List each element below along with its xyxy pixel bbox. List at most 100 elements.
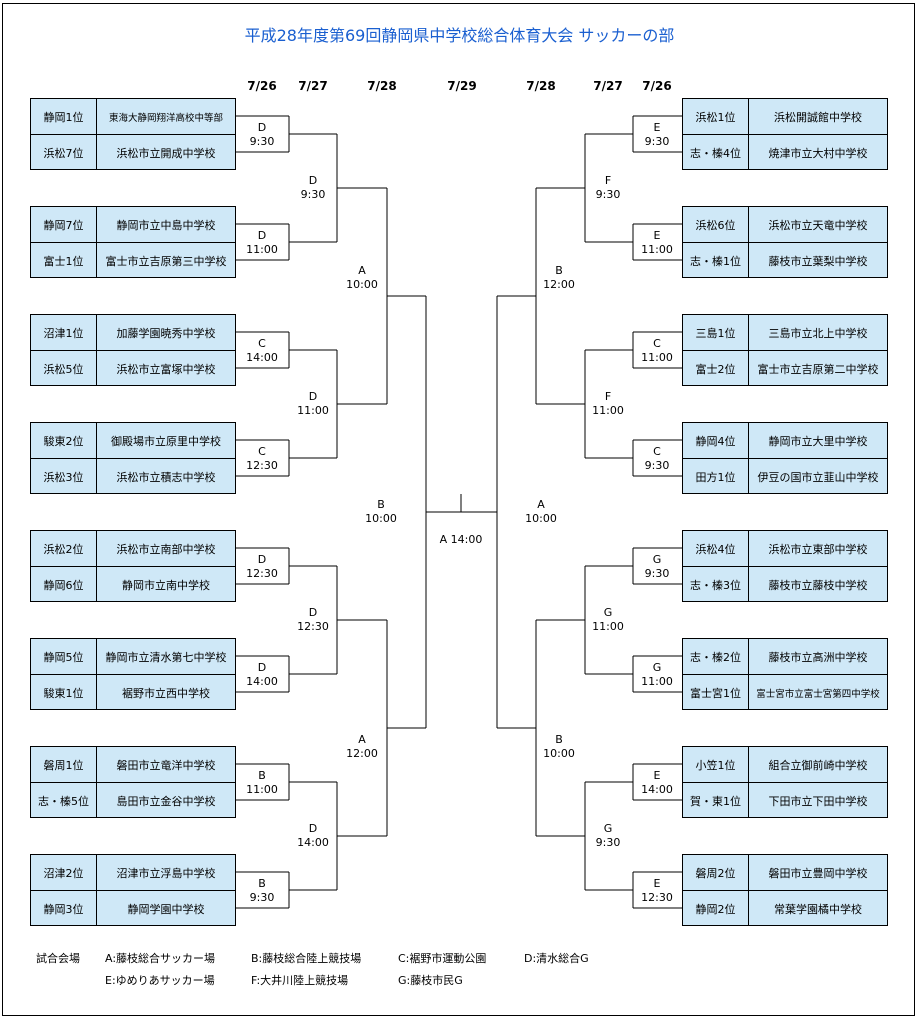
date-right-round3: 7/28 [526, 79, 556, 93]
team-rank: 沼津1位 [43, 326, 84, 340]
date-left-round1: 7/26 [247, 79, 277, 93]
legend-venue-g: G:藤枝市民G [398, 974, 463, 987]
date-final: 7/29 [447, 79, 477, 93]
team-rank: 静岡7位 [43, 218, 84, 232]
legend-venue-a: A:藤枝総合サッカー場 [105, 952, 216, 965]
team-box-left-7: 磐周1位 磐田市立竜洋中学校 志・榛5位 島田市立金谷中学校 [30, 746, 236, 818]
team-box-right-3: 三島1位 三島市立北上中学校 富士2位 富士市立吉原第二中学校 [682, 314, 888, 386]
team-rank: 富士宮1位 [690, 686, 741, 700]
team-school: 焼津市立大村中学校 [768, 146, 868, 160]
team-school: 静岡市立南中学校 [122, 578, 210, 592]
team-rank: 静岡2位 [695, 902, 736, 916]
team-school: 東海大静岡翔洋高校中等部 [108, 112, 223, 124]
team-rank: 志・榛2位 [690, 650, 741, 664]
legend-venue-b: B:藤枝総合陸上競技場 [251, 952, 362, 965]
team-school: 静岡市立中島中学校 [116, 218, 216, 232]
team-school: 下田市立下田中学校 [768, 794, 868, 808]
legend-venue-f: F:大井川陸上競技場 [251, 974, 349, 987]
team-rank: 浜松4位 [695, 542, 736, 556]
legend-venue-e: E:ゆめりあサッカー場 [105, 974, 215, 987]
team-school: 藤枝市立葉梨中学校 [768, 254, 868, 268]
team-school: 三島市立北上中学校 [768, 326, 868, 340]
team-box-left-5: 浜松2位 浜松市立南部中学校 静岡6位 静岡市立南中学校 [30, 530, 236, 602]
team-rank: 駿東2位 [43, 434, 84, 448]
team-school: 富士市立吉原第二中学校 [757, 362, 879, 376]
team-rank: 浜松6位 [695, 218, 736, 232]
team-rank: 志・榛3位 [690, 578, 741, 592]
team-rank: 浜松1位 [695, 110, 736, 124]
legend-venue-c: C:裾野市運動公園 [398, 952, 487, 965]
team-school: 御殿場市立原里中学校 [111, 434, 221, 448]
match-label-final: A 14:00 [439, 533, 483, 546]
team-school: 常葉学園橘中学校 [774, 902, 862, 916]
team-box-left-2: 静岡7位 静岡市立中島中学校 富士1位 富士市立吉原第三中学校 [30, 206, 236, 278]
team-box-right-6: 志・榛2位 藤枝市立高洲中学校 富士宮1位 富士宮市立富士宮第四中学校 [682, 638, 888, 710]
team-school: 静岡学園中学校 [127, 902, 205, 916]
team-rank: 志・榛1位 [690, 254, 741, 268]
team-rank: 静岡3位 [43, 902, 84, 916]
team-box-left-6: 静岡5位 静岡市立清水第七中学校 駿東1位 裾野市立西中学校 [30, 638, 236, 710]
team-box-right-2: 浜松6位 浜松市立天竜中学校 志・榛1位 藤枝市立葉梨中学校 [682, 206, 888, 278]
team-rank: 浜松2位 [43, 542, 84, 556]
team-box-left-8: 沼津2位 沼津市立浮島中学校 静岡3位 静岡学園中学校 [30, 854, 236, 926]
team-school: 浜松開誠館中学校 [774, 110, 862, 124]
team-school: 島田市立金谷中学校 [116, 794, 216, 808]
team-rank: 静岡6位 [43, 578, 84, 592]
team-school: 伊豆の国市立韮山中学校 [757, 470, 879, 484]
team-school: 藤枝市立藤枝中学校 [768, 578, 868, 592]
team-box-right-4: 静岡4位 静岡市立大里中学校 田方1位 伊豆の国市立韮山中学校 [682, 422, 888, 494]
team-rank: 静岡1位 [43, 110, 84, 124]
team-school: 浜松市立東部中学校 [768, 542, 868, 556]
legend-venue-d: D:清水総合G [524, 952, 589, 965]
team-school: 磐田市立竜洋中学校 [116, 758, 216, 772]
date-left-round3: 7/28 [367, 79, 397, 93]
team-school: 沼津市立浮島中学校 [116, 866, 216, 880]
team-rank: 駿東1位 [43, 686, 84, 700]
team-school: 磐田市立豊岡中学校 [768, 866, 868, 880]
date-left-round2: 7/27 [298, 79, 328, 93]
team-rank: 田方1位 [695, 470, 736, 484]
date-right-round2: 7/27 [593, 79, 623, 93]
team-rank: 志・榛4位 [690, 146, 741, 160]
team-school: 静岡市立清水第七中学校 [105, 650, 227, 664]
team-rank: 浜松7位 [43, 146, 84, 160]
team-school: 静岡市立大里中学校 [768, 434, 868, 448]
team-school: 加藤学園暁秀中学校 [116, 326, 216, 340]
team-box-right-8: 磐周2位 磐田市立豊岡中学校 静岡2位 常葉学園橘中学校 [682, 854, 888, 926]
team-school: 藤枝市立高洲中学校 [768, 650, 868, 664]
team-rank: 磐周2位 [695, 866, 736, 880]
date-right-round1: 7/26 [642, 79, 672, 93]
team-rank: 磐周1位 [43, 758, 84, 772]
team-box-right-1: 浜松1位 浜松開誠館中学校 志・榛4位 焼津市立大村中学校 [682, 98, 888, 170]
team-school: 浜松市立積志中学校 [116, 470, 216, 484]
team-school: 富士市立吉原第三中学校 [105, 254, 227, 268]
legend-heading: 試合会場 [36, 952, 80, 965]
team-box-left-3: 沼津1位 加藤学園暁秀中学校 浜松5位 浜松市立富塚中学校 [30, 314, 236, 386]
team-rank: 志・榛5位 [38, 794, 89, 808]
team-rank: 沼津2位 [43, 866, 84, 880]
page-title: 平成28年度第69回静岡県中学校総合体育大会 サッカーの部 [244, 26, 675, 45]
